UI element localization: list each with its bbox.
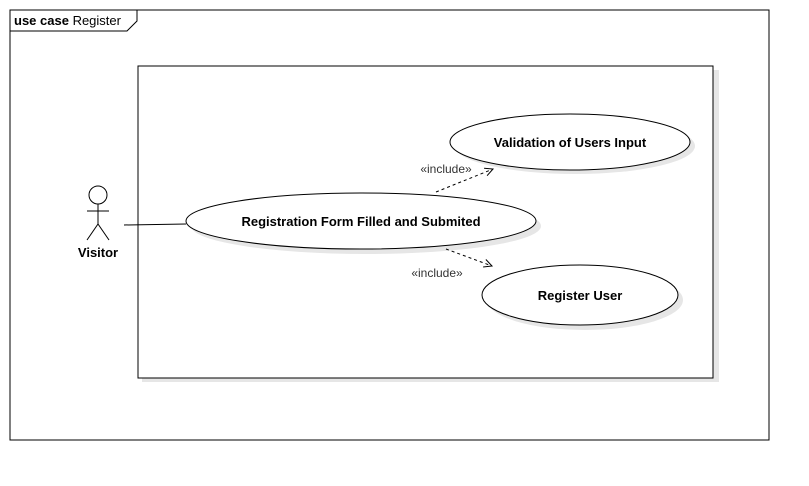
frame-title: use case Register: [14, 13, 122, 28]
include-arrow: [435, 169, 493, 193]
actor-head: [88, 185, 108, 205]
diagram-frame: use case Register: [9, 9, 770, 441]
include-register[interactable]: «include»: [411, 248, 492, 280]
actor-left-leg: [86, 223, 99, 241]
use-case-label: Register User: [538, 288, 623, 303]
include-label: «include»: [420, 162, 472, 176]
frame-tab: [10, 10, 138, 32]
use-case-ellipse: [185, 192, 537, 250]
actor-visitor[interactable]: Visitor: [78, 185, 118, 260]
include-validation[interactable]: «include»: [420, 162, 493, 193]
use-case-ellipse: [481, 264, 679, 326]
include-arrow: [445, 248, 492, 266]
use-case-label: Validation of Users Input: [494, 135, 647, 150]
use-case-label: Registration Form Filled and Submited: [241, 214, 480, 229]
use-case-main[interactable]: Registration Form Filled and Submited: [185, 192, 541, 254]
use-case-validation[interactable]: Validation of Users Input: [449, 113, 695, 174]
actor-right-leg: [97, 223, 110, 241]
actor-label: Visitor: [78, 245, 118, 260]
include-label: «include»: [411, 266, 463, 280]
use-case-ellipse: [449, 113, 691, 171]
association-line: [123, 223, 187, 226]
use-case-register[interactable]: Register User: [481, 264, 683, 330]
